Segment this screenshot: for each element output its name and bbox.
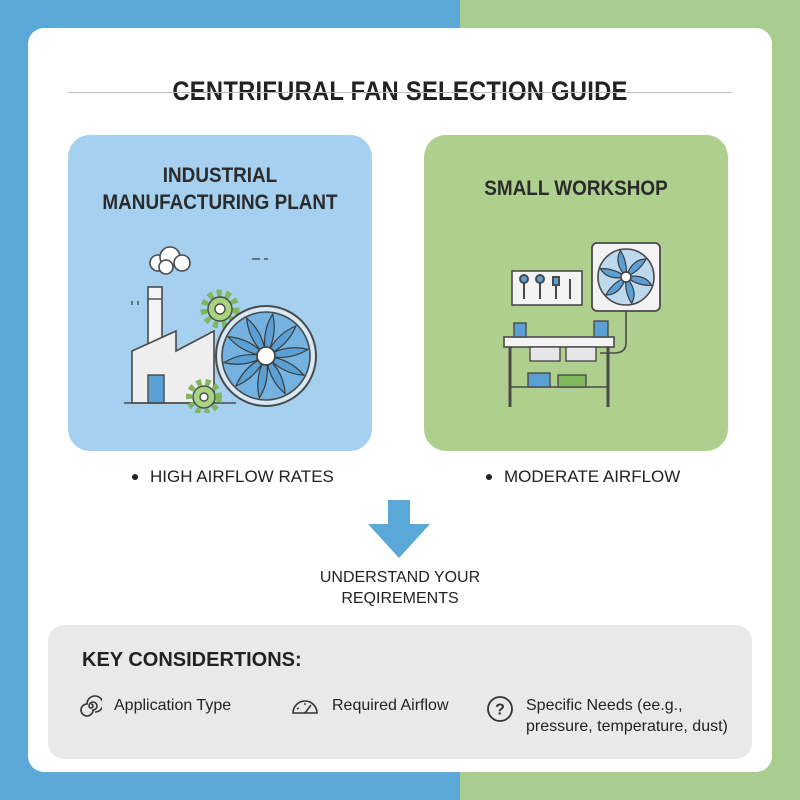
workshop-bullet: MODERATE AIRFLOW xyxy=(486,467,680,487)
key-item-application: Application Type xyxy=(80,695,231,717)
industrial-panel: INDUSTRIAL MANUFACTURING PLANT xyxy=(68,135,372,451)
guide-card: CENTRIFURAL FAN SELECTION GUIDE INDUSTRI… xyxy=(28,28,772,772)
workshop-bullet-text: MODERATE AIRFLOW xyxy=(504,467,681,486)
gear-icon xyxy=(200,289,240,329)
industrial-panel-title: INDUSTRIAL MANUFACTURING PLANT xyxy=(83,162,357,216)
key-considerations-title: KEY CONSIDERTIONS: xyxy=(82,649,302,671)
key-item-text: Application Type xyxy=(114,695,231,716)
key-item-text: Specific Needs (ee.g., pressure, tempera… xyxy=(526,695,728,737)
key-considerations-box: KEY CONSIDERTIONS: Application Type Requ… xyxy=(48,625,752,759)
industrial-bullet-text: HIGH AIRFLOW RATES xyxy=(150,467,334,486)
title-divider xyxy=(68,92,732,93)
fan-icon xyxy=(215,305,317,407)
industrial-bullet: HIGH AIRFLOW RATES xyxy=(132,467,334,487)
workbench-icon xyxy=(503,320,615,407)
bullet-dot xyxy=(132,474,138,480)
industrial-title-line1: INDUSTRIAL xyxy=(162,164,278,187)
understand-line2: REQIREMENTS xyxy=(341,590,459,607)
wall-fan-icon xyxy=(591,242,661,312)
question-icon: ? xyxy=(487,696,513,722)
understand-line1: UNDERSTAND YOUR xyxy=(319,569,481,586)
smoke-icon xyxy=(149,246,191,275)
industrial-title-line2: MANUFACTURING PLANT xyxy=(102,191,338,214)
key-item-specific-needs: ? Specific Needs (ee.g., pressure, tempe… xyxy=(486,695,728,737)
bullet-dot xyxy=(486,474,492,480)
factory-fan-illustration xyxy=(124,246,317,413)
gauge-icon xyxy=(292,700,318,714)
page-title: CENTRIFURAL FAN SELECTION GUIDE xyxy=(172,76,628,106)
understand-requirements-text: UNDERSTAND YOUR REQIREMENTS xyxy=(278,567,522,609)
key-item-airflow: Required Airflow xyxy=(290,695,449,717)
required-airflow-label: Required Airflow xyxy=(332,697,449,714)
gear-icon-small xyxy=(186,379,222,413)
workshop-panel: SMALL WORKSHOP xyxy=(424,135,728,451)
specific-needs-line2: pressure, temperature, dust) xyxy=(526,718,728,735)
svg-text:?: ? xyxy=(495,702,505,719)
spiral-icon xyxy=(80,695,102,717)
workshop-panel-title: SMALL WORKSHOP xyxy=(484,177,668,200)
key-item-text: Required Airflow xyxy=(332,695,449,716)
workshop-illustration xyxy=(503,242,661,407)
application-type-label: Application Type xyxy=(114,697,232,714)
specific-needs-line1: Specific Needs (ee.g., xyxy=(526,697,683,714)
down-arrow-icon xyxy=(368,500,430,558)
